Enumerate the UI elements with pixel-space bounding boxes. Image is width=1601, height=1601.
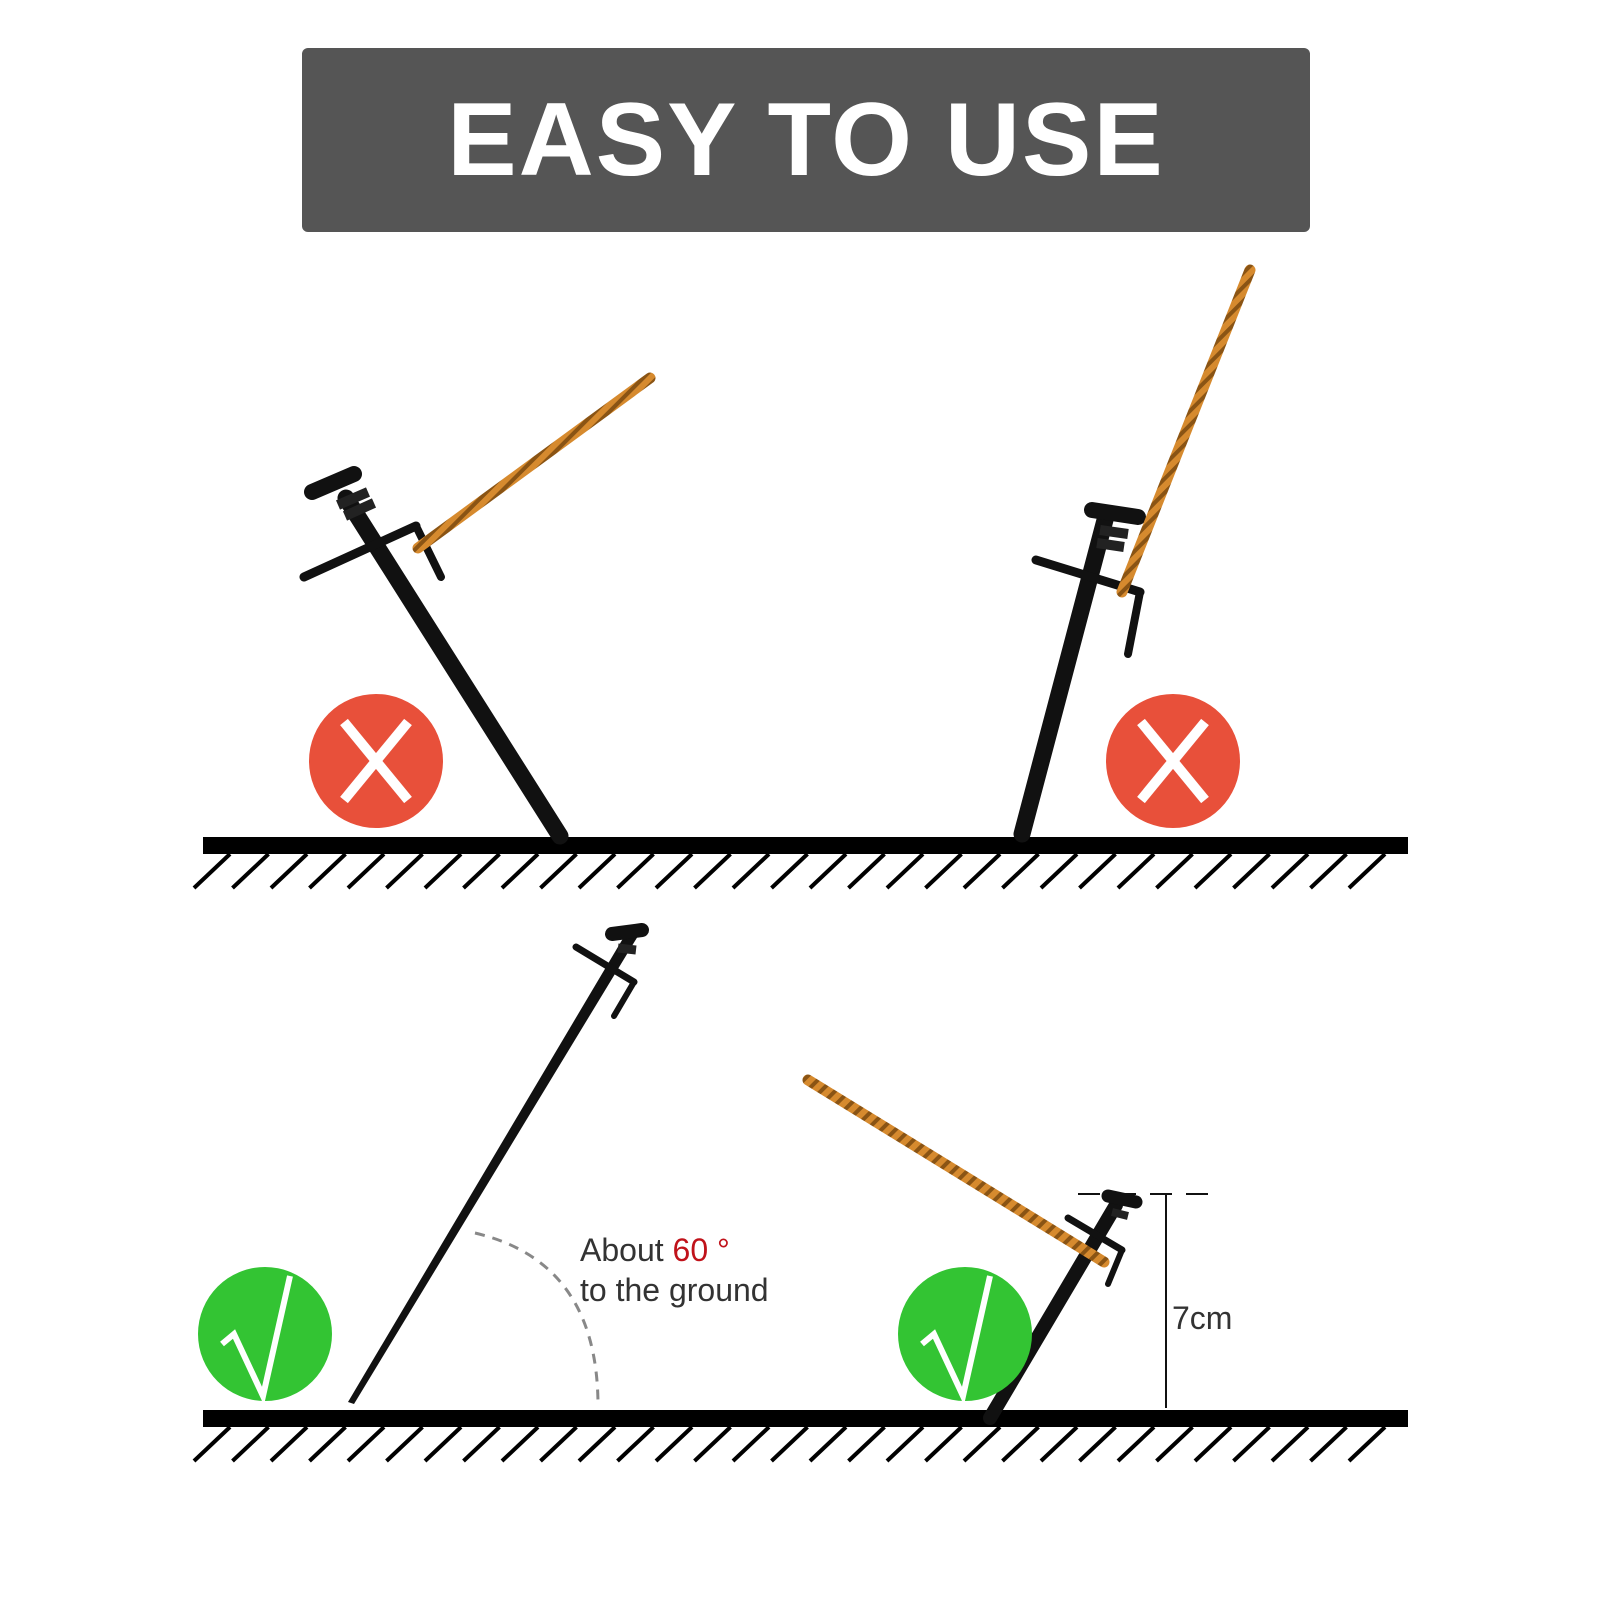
hatch-line (731, 1425, 771, 1463)
hatch-line (616, 1425, 655, 1463)
x-mark-icon (1106, 694, 1240, 828)
hatch-line (269, 852, 309, 890)
hatch-line (577, 852, 617, 890)
angle-label-value: 60 ° (672, 1232, 730, 1268)
hatch-line (885, 1425, 925, 1463)
hatch-line (847, 852, 886, 890)
angle-arc (474, 1231, 600, 1407)
hatch-line (693, 852, 732, 890)
hatch-line (1116, 852, 1156, 890)
angle-label-line1: About 60 ° (580, 1230, 769, 1270)
check-mark-icon (898, 1267, 1032, 1406)
ground-bottom (192, 1410, 1408, 1463)
hatch-line (385, 1425, 424, 1463)
hatch-line (231, 1425, 270, 1463)
hatch-line (192, 1425, 232, 1463)
stake-wrong-upright (1013, 502, 1146, 843)
hatch-line (1232, 1425, 1271, 1463)
height-marker (1078, 1193, 1212, 1408)
hatch-line (269, 1425, 309, 1463)
title-banner: EASY TO USE (302, 48, 1310, 232)
hatch-line (308, 852, 347, 890)
hatch-line (924, 1425, 963, 1463)
hatch-line (539, 1425, 578, 1463)
x-mark-icon (309, 694, 443, 828)
hatch-line (885, 852, 925, 890)
hatch-line (962, 852, 1002, 890)
hatch-line (962, 1425, 1002, 1463)
height-label: 7cm (1172, 1300, 1233, 1336)
hatch-line (500, 1425, 540, 1463)
hatch-line (1347, 1425, 1387, 1463)
rope-wrong-upright (1116, 264, 1256, 598)
hatch-line (1155, 852, 1194, 890)
hatch-line (231, 852, 270, 890)
hatch-line (1039, 852, 1079, 890)
hatch-line (654, 852, 694, 890)
hatch-line (1155, 1425, 1194, 1463)
hatch-line (693, 1425, 732, 1463)
hatch-line (1232, 852, 1271, 890)
check-mark-icon (198, 1267, 332, 1406)
hatch-line (423, 1425, 463, 1463)
hatch-line (346, 852, 386, 890)
hatch-line (192, 852, 232, 890)
hatch-line (1270, 1425, 1310, 1463)
hatch-line (1193, 852, 1233, 890)
hatch-line (385, 852, 424, 890)
hatch-line (500, 852, 540, 890)
title-text: EASY TO USE (447, 82, 1165, 198)
hatch-line (1309, 1425, 1348, 1463)
hatch-line (808, 852, 848, 890)
hatch-line (654, 1425, 694, 1463)
hatch-line (308, 1425, 347, 1463)
angle-label: About 60 ° to the ground (580, 1230, 769, 1310)
hatch-line (1309, 852, 1348, 890)
rope-right-depth (802, 1074, 1110, 1268)
hatch-line (1039, 1425, 1079, 1463)
hatch-line (924, 852, 963, 890)
hatch-line (539, 852, 578, 890)
hatch-line (616, 852, 655, 890)
hatch-line (462, 852, 501, 890)
hatch-line (731, 852, 771, 890)
hatch-line (1078, 852, 1117, 890)
hatch-line (847, 1425, 886, 1463)
hatch-line (1078, 1425, 1117, 1463)
hatch-line (1116, 1425, 1156, 1463)
hatch-line (346, 1425, 386, 1463)
hatch-line (1001, 852, 1040, 890)
hatch-line (577, 1425, 617, 1463)
stake-right-angled (348, 923, 649, 1404)
hatch-line (1347, 852, 1387, 890)
angle-label-line2: to the ground (580, 1272, 769, 1308)
hatch-line (1001, 1425, 1040, 1463)
hatch-line (770, 1425, 809, 1463)
hatch-line (423, 852, 463, 890)
hatch-line (1193, 1425, 1233, 1463)
ground-top (192, 837, 1408, 890)
stake-wrong-tilted (299, 466, 569, 845)
rope-wrong-tilted (412, 372, 656, 554)
hatch-line (770, 852, 809, 890)
hatch-line (1270, 852, 1310, 890)
hatch-line (808, 1425, 848, 1463)
angle-label-prefix: About (580, 1232, 664, 1268)
hatch-line (462, 1425, 501, 1463)
